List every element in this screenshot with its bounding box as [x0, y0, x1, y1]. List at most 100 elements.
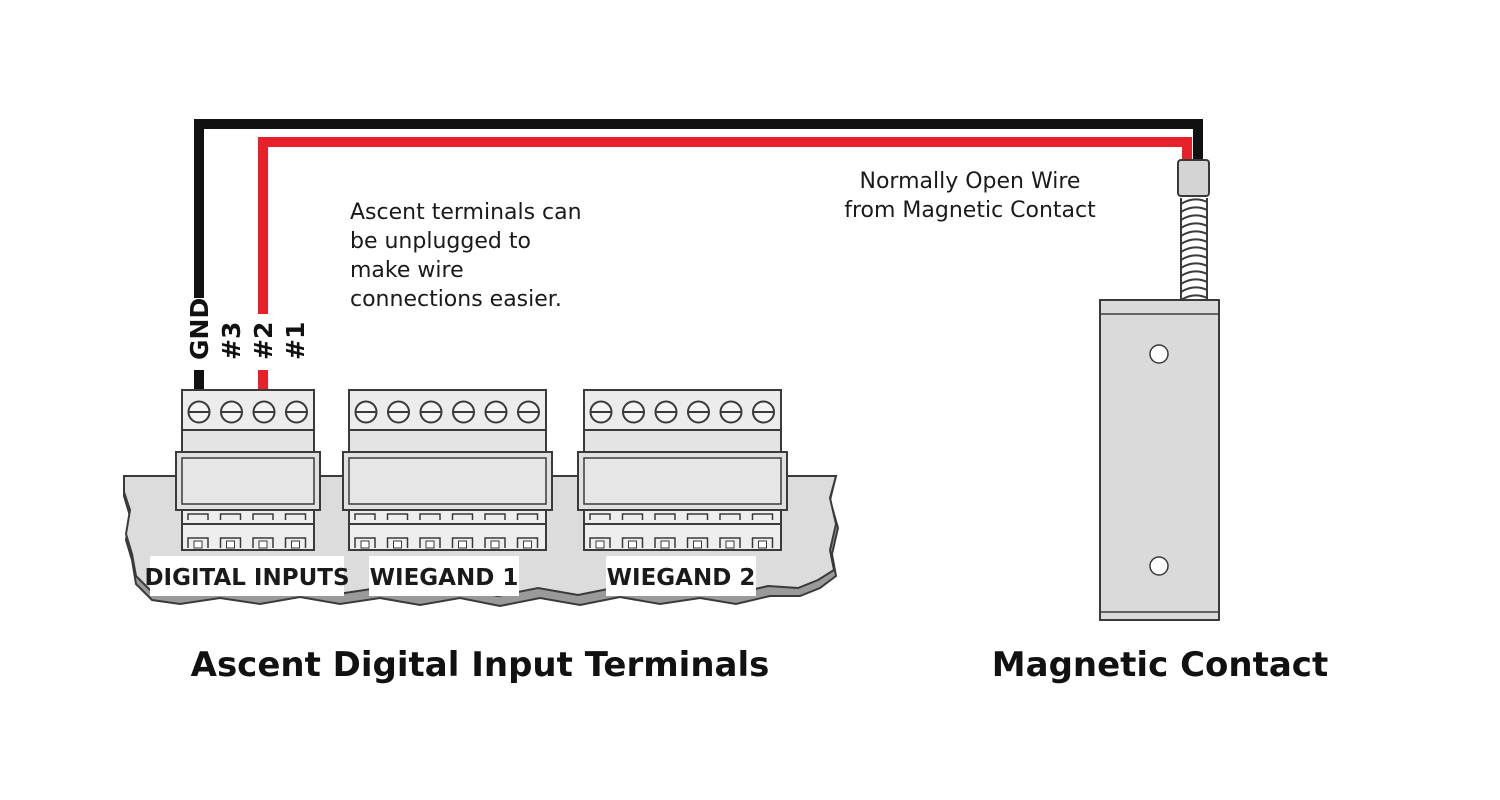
wiegand1-block-plug-body: [348, 429, 547, 453]
wiegand2-block-tooth-upper: [719, 513, 741, 520]
digital-inputs-label-bg: [150, 556, 344, 596]
wiegand1-block-tooth-lower: [354, 537, 376, 548]
digital-inputs-block: [175, 389, 321, 551]
spring-coil: [1180, 230, 1208, 237]
digital-inputs-block-tooth-upper: [219, 513, 242, 520]
pin-label-2: #2: [249, 322, 278, 360]
wiegand1-block-tooth-lower: [419, 537, 441, 548]
wiegand1-block-tooth-upper: [516, 513, 539, 520]
wiegand2-block-plug-top: [583, 389, 782, 431]
wiegand1-block-base-upper: [348, 509, 547, 525]
digital-inputs-label: DIGITAL INPUTS: [144, 565, 349, 591]
block-labels: DIGITAL INPUTS WIEGAND 1 WIEGAND 2: [144, 556, 756, 596]
spring-coil: [1180, 278, 1208, 285]
unplug-note-line-2: be unplugged to: [350, 229, 531, 254]
wiegand2-block-base-upper: [583, 509, 782, 525]
digital-inputs-block-tooth-upper: [284, 513, 307, 520]
unplug-note-line-1: Ascent terminals can: [350, 200, 582, 225]
digital-inputs-block-tooth-lower: [187, 537, 209, 548]
wiegand1-label-bg: [369, 556, 519, 596]
digital-inputs-block-pin: [291, 540, 300, 549]
wiegand1-block-pin: [490, 540, 500, 549]
wiegand1-block-tooth-lower: [386, 537, 409, 548]
wiegand2-block-tooth-upper: [751, 513, 774, 520]
digital-inputs-block-tooth-upper: [252, 513, 274, 520]
magnetic-contact: [1099, 159, 1220, 621]
wiegand1-block-tooth-upper: [451, 513, 474, 520]
cable-ferrule: [1177, 159, 1210, 197]
wiegand2-block-pin: [725, 540, 735, 549]
unplug-note: Ascent terminals can be unplugged to mak…: [350, 200, 582, 312]
terminal-blocks: [175, 389, 788, 551]
digital-inputs-block-tooth-lower: [284, 537, 307, 548]
wiegand2-block-base-lower: [583, 523, 782, 551]
wiegand2-block-pin: [660, 540, 670, 549]
spring-coil: [1180, 294, 1208, 301]
unplug-note-line-4: connections easier.: [350, 287, 562, 312]
pin-label-1: #1: [281, 322, 310, 360]
wiegand1-block-tooth-upper: [386, 513, 409, 520]
wiegand2-block-header-inner: [583, 457, 782, 505]
digital-inputs-block-header-inner: [181, 457, 315, 505]
wiegand1-block-tooth-upper: [484, 513, 506, 520]
caption-magnetic-contact: Magnetic Contact: [992, 645, 1328, 685]
digital-inputs-block-pin: [226, 540, 235, 549]
wiegand2-block-tooth-upper: [589, 513, 611, 520]
wiegand1-block-pin: [393, 540, 402, 549]
wiegand2-block-tooth-upper: [654, 513, 676, 520]
wiegand2-block-tooth-upper: [686, 513, 709, 520]
black-gnd-wire: [194, 119, 1203, 298]
pin-label-3: #3: [217, 322, 246, 360]
pin-labels: GND #3 #2 #1: [185, 298, 310, 360]
spring-coil: [1180, 254, 1208, 261]
wiegand2-label-bg: [606, 556, 756, 596]
wiegand2-block: [577, 389, 788, 551]
wiegand1-block-tooth-lower: [516, 537, 539, 548]
wiegand1-block-tooth-upper: [419, 513, 441, 520]
digital-inputs-block-base-upper: [181, 509, 315, 525]
mounting-hole-top: [1149, 344, 1169, 364]
wiegand2-block-tooth-lower: [751, 537, 774, 548]
wiegand1-block-tooth-upper: [354, 513, 376, 520]
digital-inputs-block-tooth-upper: [187, 513, 209, 520]
wiegand2-block-tooth-lower: [719, 537, 741, 548]
wiegand1-block-base-lower: [348, 523, 547, 551]
wire-note-line-2: from Magnetic Contact: [844, 198, 1096, 223]
wire-note: Normally Open Wire from Magnetic Contact: [844, 169, 1096, 223]
spring-coil: [1180, 238, 1208, 245]
wiegand1-block-pin: [458, 540, 467, 549]
wiegand2-block-tooth-lower: [589, 537, 611, 548]
wiegand1-block-pin: [523, 540, 532, 549]
wire-note-line-1: Normally Open Wire: [860, 169, 1081, 194]
mounting-hole-bottom: [1149, 556, 1169, 576]
wiegand1-block-pin: [425, 540, 435, 549]
wiegand2-block-pin: [758, 540, 767, 549]
wiegand2-label: WIEGAND 2: [607, 565, 756, 591]
wiegand2-block-pin: [628, 540, 637, 549]
spring-coil: [1180, 270, 1208, 277]
spring-coil: [1180, 286, 1208, 293]
wiegand1-block-header-inner: [348, 457, 547, 505]
wiegand2-block-tooth-lower: [654, 537, 676, 548]
wiegand1-block-plug-top: [348, 389, 547, 431]
wiegand1-block-tooth-lower: [484, 537, 506, 548]
wiegand2-block-pin: [693, 540, 702, 549]
spring-coil: [1180, 246, 1208, 253]
pin-label-gnd: GND: [185, 298, 214, 360]
wires: [194, 119, 1203, 392]
wiegand2-block-plug-body: [583, 429, 782, 453]
digital-inputs-block-pin: [193, 540, 203, 549]
wiegand1-block-tooth-lower: [451, 537, 474, 548]
unplug-note-line-3: make wire: [350, 258, 464, 283]
wiegand2-block-tooth-lower: [621, 537, 644, 548]
spring-coil: [1180, 206, 1208, 213]
red-input2-wire: [258, 137, 1192, 314]
digital-inputs-block-tooth-lower: [219, 537, 242, 548]
wiegand2-block-tooth-upper: [621, 513, 644, 520]
spring-coil: [1180, 262, 1208, 269]
spring-coil: [1180, 214, 1208, 221]
caption-terminals: Ascent Digital Input Terminals: [191, 645, 770, 685]
wiegand2-block-tooth-lower: [686, 537, 709, 548]
armored-cable: [1180, 198, 1208, 301]
